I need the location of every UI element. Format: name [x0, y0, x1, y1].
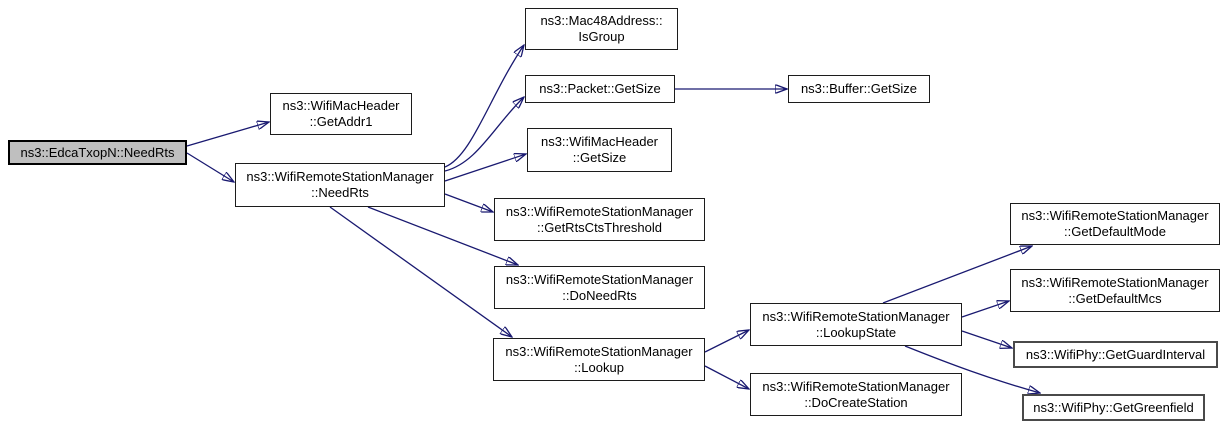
node-label: ns3::WifiRemoteStationManager — [1021, 208, 1209, 223]
edge-needrts-to-wrsm-needrts — [186, 152, 234, 182]
node-wrsm-do-need-rts[interactable]: ns3::WifiRemoteStationManager ::DoNeedRt… — [494, 266, 705, 309]
node-label: ::DoCreateStation — [804, 394, 908, 410]
edge-lookupstate-to-getguardinterval — [961, 330, 1012, 348]
edge-wrsmneedrts-to-rtsctsthreshold — [444, 193, 493, 212]
node-label: ns3::Buffer::GetSize — [800, 81, 918, 96]
edge-lookupstate-to-getdefaultmcs — [961, 301, 1009, 318]
edge-wrsmneedrts-to-packetgetsize — [444, 97, 524, 172]
node-label: ::DoNeedRts — [562, 287, 637, 303]
node-label: ns3::WifiRemoteStationManager — [505, 343, 693, 359]
edge-wrsmneedrts-to-doneedrts — [367, 206, 518, 265]
node-wifi-mac-header-get-size[interactable]: ns3::WifiMacHeader ::GetSize — [527, 128, 672, 172]
node-wrsm-lookup-state[interactable]: ns3::WifiRemoteStationManager ::LookupSt… — [750, 303, 962, 346]
edge-lookup-to-docreatestation — [704, 365, 749, 389]
node-mac48-address-is-group[interactable]: ns3::Mac48Address:: IsGroup — [525, 8, 678, 50]
node-label: ::Lookup — [574, 359, 624, 375]
node-label: IsGroup — [578, 29, 625, 44]
node-label: ns3::WifiRemoteStationManager — [505, 203, 694, 219]
node-label: ::GetRtsCtsThreshold — [537, 219, 662, 235]
node-label: ::GetDefaultMcs — [1068, 290, 1162, 306]
node-label: ::GetAddr1 — [309, 114, 373, 129]
node-label: ns3::WifiPhy::GetGuardInterval — [1025, 346, 1206, 362]
edge-lookupstate-to-getdefaultmode — [882, 246, 1032, 304]
node-label: ::GetDefaultMode — [1064, 224, 1166, 239]
node-label: ns3::WifiPhy::GetGreenfield — [1033, 399, 1194, 415]
edge-wrsmneedrts-to-lookup — [329, 206, 512, 337]
node-wifi-phy-get-guard-interval[interactable]: ns3::WifiPhy::GetGuardInterval — [1013, 341, 1218, 368]
node-wrsm-get-rts-cts-threshold[interactable]: ns3::WifiRemoteStationManager ::GetRtsCt… — [494, 198, 705, 241]
node-label: ns3::WifiRemoteStationManager — [762, 378, 950, 394]
node-buffer-get-size[interactable]: ns3::Buffer::GetSize — [788, 75, 930, 103]
node-label: ns3::WifiRemoteStationManager — [246, 169, 434, 184]
node-label: ns3::WifiMacHeader — [540, 134, 659, 149]
node-label: ns3::Mac48Address:: — [540, 13, 663, 28]
node-label: ns3::Packet::GetSize — [539, 81, 661, 96]
node-wifi-phy-get-greenfield[interactable]: ns3::WifiPhy::GetGreenfield — [1022, 394, 1205, 421]
node-wifi-mac-header-get-addr1[interactable]: ns3::WifiMacHeader ::GetAddr1 — [270, 93, 412, 135]
node-wrsm-get-default-mode[interactable]: ns3::WifiRemoteStationManager ::GetDefau… — [1010, 203, 1220, 245]
edge-wrsmneedrts-to-macheadergetsize — [444, 154, 526, 182]
node-wrsm-do-create-station[interactable]: ns3::WifiRemoteStationManager ::DoCreate… — [750, 373, 962, 416]
node-wrsm-get-default-mcs[interactable]: ns3::WifiRemoteStationManager ::GetDefau… — [1010, 269, 1220, 312]
node-wrsm-lookup[interactable]: ns3::WifiRemoteStationManager ::Lookup — [493, 338, 705, 381]
node-label: ns3::WifiRemoteStationManager — [762, 308, 950, 324]
node-label: ::GetSize — [572, 150, 627, 165]
edge-lookupstate-to-getgreenfield — [904, 345, 1040, 393]
node-label: ns3::EdcaTxopN::NeedRts — [20, 144, 175, 160]
node-label: ::NeedRts — [311, 185, 369, 200]
edge-needrts-to-getaddr1 — [186, 122, 269, 147]
node-label: ::LookupState — [815, 324, 897, 340]
node-edca-txop-n-need-rts[interactable]: ns3::EdcaTxopN::NeedRts — [8, 140, 187, 165]
edge-wrsmneedrts-to-isgroup — [444, 45, 524, 168]
node-label: ns3::WifiRemoteStationManager — [505, 271, 694, 287]
node-label: ns3::WifiMacHeader — [282, 98, 400, 113]
node-wifi-remote-station-manager-need-rts[interactable]: ns3::WifiRemoteStationManager ::NeedRts — [235, 163, 445, 207]
node-packet-get-size[interactable]: ns3::Packet::GetSize — [525, 75, 675, 103]
node-label: ns3::WifiRemoteStationManager — [1021, 274, 1209, 290]
edge-lookup-to-lookupstate — [704, 330, 749, 353]
